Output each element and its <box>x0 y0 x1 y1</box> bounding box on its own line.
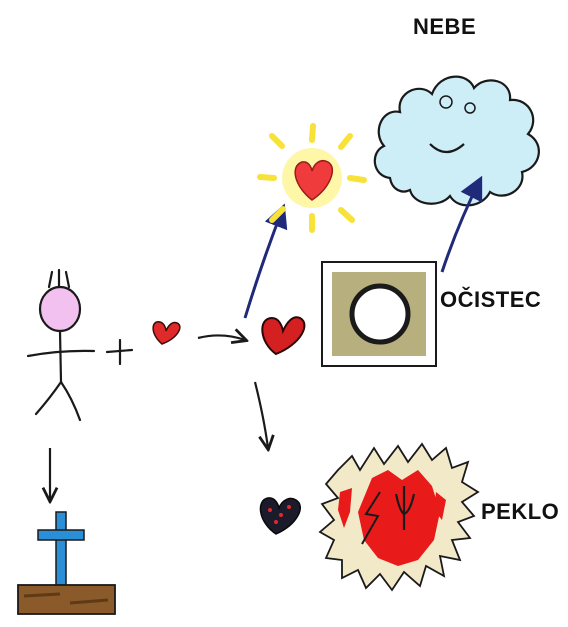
frame-icon <box>322 262 436 366</box>
fire-icon <box>320 444 478 590</box>
cross-icon <box>38 512 84 586</box>
grave-icon <box>18 585 115 614</box>
cloud-icon <box>375 77 539 206</box>
sun-heart-icon <box>260 126 364 230</box>
heart-icon <box>153 322 180 344</box>
heaven-label: NEBE <box>413 14 476 40</box>
purgatory-label: OČISTEC <box>440 287 541 313</box>
heart-icon <box>262 317 304 354</box>
arrow-icon <box>245 208 283 318</box>
arrow-icon <box>198 335 245 340</box>
person-icon <box>28 270 94 420</box>
dark-heart-icon <box>260 498 300 534</box>
plus-icon <box>107 340 132 364</box>
arrow-icon <box>255 382 268 448</box>
hell-label: PEKLO <box>481 499 559 525</box>
